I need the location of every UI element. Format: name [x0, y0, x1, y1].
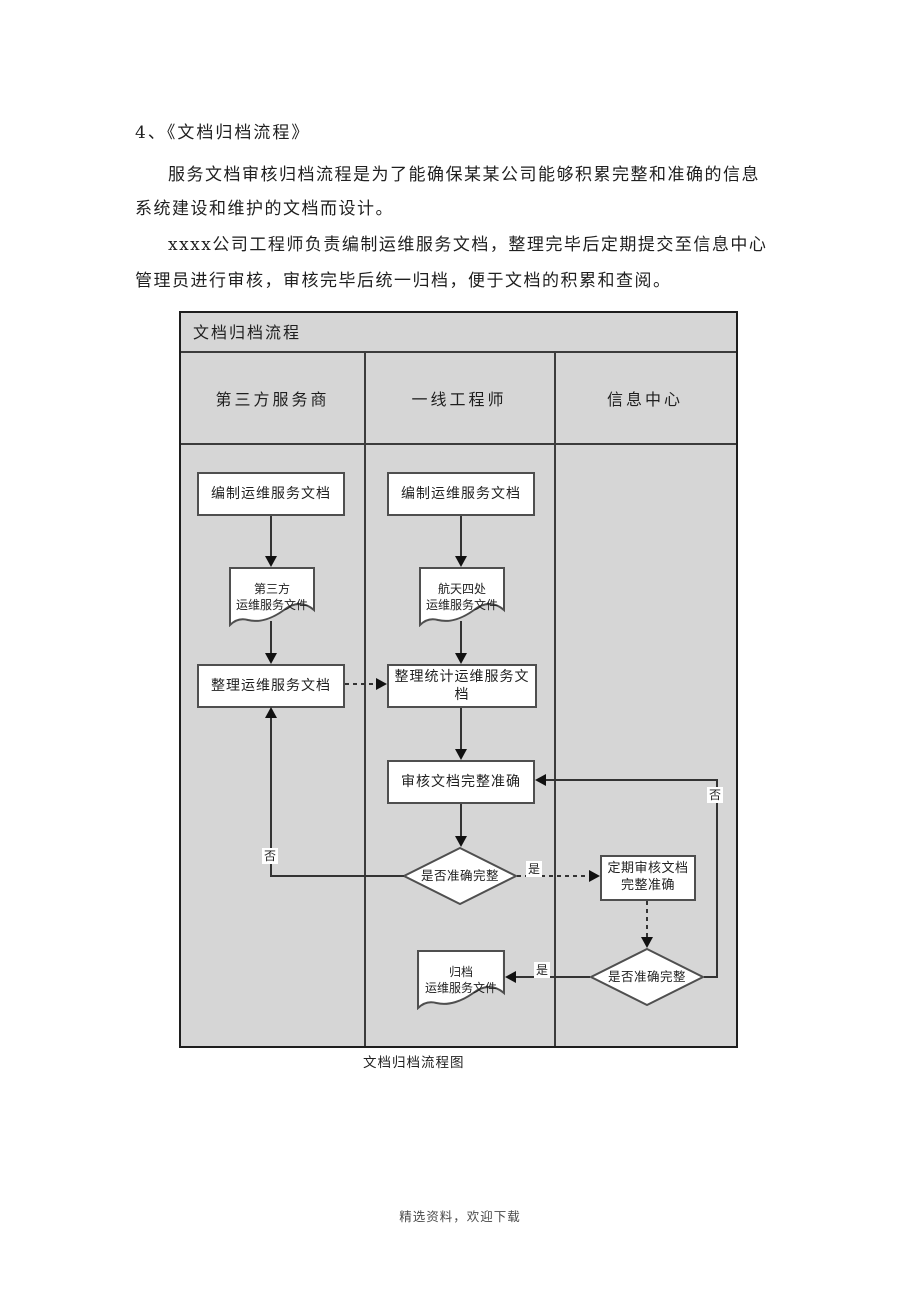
node-label: 审核文档完整准确: [401, 773, 521, 790]
edge-docM-to-stat: [460, 621, 462, 654]
arrowhead-left-icon: [505, 971, 516, 983]
node-compile-docs-mid: 编制运维服务文档: [387, 472, 535, 516]
node-review: 审核文档完整准确: [387, 760, 535, 804]
node-line1: 定期审核文档: [607, 861, 689, 877]
edge-docL-to-organizeL: [270, 621, 272, 654]
edge-decision1-no-h: [270, 875, 404, 877]
node-doc-aerospace: 航天四处 运维服务文件: [419, 567, 505, 627]
lane-divider-1: [364, 353, 366, 1046]
node-compile-docs-left: 编制运维服务文档: [197, 472, 345, 516]
node-decision-1: 是否准确完整: [403, 847, 517, 905]
node-label: 整理运维服务文档: [211, 677, 331, 694]
paragraph2-line2: 管理员进行审核，审核完毕后统一归档，便于文档的积累和查阅。: [135, 271, 672, 291]
node-label: 整理统计运维服务文档: [394, 668, 530, 703]
edge-decision1-no-v: [270, 718, 272, 877]
footer-text: 精选资料，欢迎下载: [399, 1209, 521, 1224]
arrowhead-right-icon: [376, 678, 387, 690]
node-doc-third-party: 第三方 运维服务文件: [229, 567, 315, 627]
edge-decision2-no-v: [716, 779, 718, 978]
lane-header-third-party: 第三方服务商: [215, 390, 330, 409]
flowchart-title: 文档归档流程: [181, 313, 736, 353]
lane-header-info-center: 信息中心: [606, 390, 683, 409]
node-organize-stat: 整理统计运维服务文档: [387, 664, 537, 708]
edge-compileL-to-docL: [270, 516, 272, 557]
arrowhead-right-icon: [589, 870, 600, 882]
node-label: 编制运维服务文档: [401, 485, 521, 502]
edge-label-no-2: 否: [707, 787, 724, 804]
lane-divider-2: [554, 353, 556, 1046]
edge-review-to-decision1: [460, 804, 462, 837]
edge-decision2-no-h2: [546, 779, 718, 781]
header-divider: [181, 443, 736, 445]
edge-label-no-1: 否: [262, 848, 279, 865]
flowchart: 文档归档流程 第三方服务商 一线工程师 信息中心 编制运维服务文档 第三方 运维…: [179, 311, 738, 1048]
arrowhead-down-icon: [265, 556, 277, 567]
arrowhead-left-icon: [535, 774, 546, 786]
node-doc-archive: 归档 运维服务文件: [417, 950, 505, 1010]
lane-header-engineer: 一线工程师: [411, 390, 507, 409]
edge-compileM-to-docM: [460, 516, 462, 557]
section-heading: 4、《文档归档流程》: [135, 123, 311, 143]
arrowhead-down-icon: [455, 556, 467, 567]
arrowhead-down-icon: [265, 653, 277, 664]
document-shape-icon: [417, 950, 505, 1010]
edge-label-yes-2: 是: [534, 962, 551, 979]
edge-periodic-to-decision2: [646, 901, 648, 938]
diamond-shape-icon: [590, 948, 704, 1006]
edge-decision2-yes: [516, 976, 590, 978]
edge-decision1-yes: [517, 875, 590, 877]
paragraph1-line2: 系统建设和维护的文档而设计。: [135, 199, 394, 219]
arrowhead-up-icon: [265, 707, 277, 718]
edge-decision2-no-h1: [704, 976, 718, 978]
paragraph1-line1: 服务文档审核归档流程是为了能确保某某公司能够积累完整和准确的信息: [168, 165, 760, 185]
document-shape-icon: [229, 567, 315, 627]
arrowhead-down-icon: [455, 749, 467, 760]
arrowhead-down-icon: [455, 836, 467, 847]
edge-label-yes-1: 是: [526, 861, 543, 878]
diamond-shape-icon: [403, 847, 517, 905]
paragraph2-line1: xxxx公司工程师负责编制运维服务文档，整理完毕后定期提交至信息中心: [168, 235, 768, 255]
arrowhead-down-icon: [455, 653, 467, 664]
node-line2: 完整准确: [620, 878, 675, 893]
flowchart-caption: 文档归档流程图: [363, 1055, 465, 1071]
edge-stat-to-review: [460, 708, 462, 750]
node-label: 编制运维服务文档: [211, 485, 331, 502]
node-decision-2: 是否准确完整: [590, 948, 704, 1006]
node-periodic-review: 定期审核文档 完整准确: [600, 855, 696, 901]
edge-organizeL-to-stat: [345, 683, 377, 685]
arrowhead-down-icon: [641, 937, 653, 948]
document-shape-icon: [419, 567, 505, 627]
node-organize-left: 整理运维服务文档: [197, 664, 345, 708]
